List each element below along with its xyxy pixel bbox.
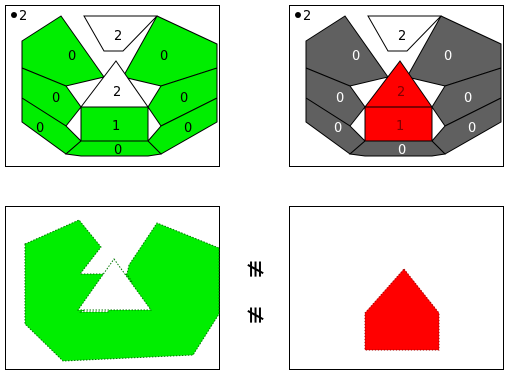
- red-shape-diagram: [364, 268, 440, 351]
- region-top-wedge: [83, 15, 159, 52]
- label-top-wedge: 2: [114, 29, 122, 44]
- polygon-diagram-green: 2 0 0 0 0 0 0 2 1 0: [21, 15, 218, 158]
- bullet-icon: [295, 12, 301, 18]
- corner-label-text: 2: [303, 9, 312, 24]
- label-bottom: 0: [114, 143, 122, 158]
- region-right-low: [431, 97, 502, 155]
- label-right-upper: 0: [160, 49, 168, 64]
- panel-labeled-gray: 2 0 0 0 0 0 0 0 2 2 1: [289, 5, 504, 167]
- label-right-low: 0: [468, 121, 476, 136]
- region-center-rect: [364, 106, 433, 142]
- region-left-upper: [21, 15, 105, 87]
- corner-label: 2: [11, 10, 27, 24]
- not-equivalent-glyph: ≢: [242, 304, 270, 326]
- red-house-shape: [364, 268, 440, 351]
- label-center-rect: 1: [112, 119, 120, 134]
- white-notch: [77, 258, 152, 311]
- label-top-wedge: 2: [398, 29, 406, 44]
- label-left-low: 0: [334, 121, 342, 136]
- panel-labeled-green: 2 2 0 0 0 0 0 0 2 1 0: [5, 5, 220, 167]
- region-top-wedge: [367, 15, 443, 52]
- region-left-mid: [21, 67, 82, 127]
- label-bottom: 0: [398, 143, 406, 158]
- label-left-upper: 0: [352, 49, 360, 64]
- label-right-mid: 0: [464, 91, 472, 106]
- region-left-upper: [305, 15, 389, 87]
- label-left-mid: 0: [52, 91, 60, 106]
- label-right-upper: 0: [444, 49, 452, 64]
- label-right-mid: 0: [180, 91, 188, 106]
- region-left-mid: [305, 67, 366, 127]
- corner-label-text: 2: [19, 9, 28, 24]
- polygon-diagram-gray: 0 0 0 0 0 0 0 2 2 1: [305, 15, 502, 158]
- region-bottom: [64, 140, 163, 157]
- panel-green-shape: [5, 206, 220, 370]
- label-center-rect: 1: [396, 119, 404, 134]
- green-shape-diagram: [24, 219, 220, 362]
- corner-label: 2: [295, 10, 311, 24]
- panel-red-shape: [289, 206, 504, 370]
- label-left-low: 0: [36, 121, 44, 136]
- label-left-mid: 0: [336, 91, 344, 106]
- label-left-upper: 0: [68, 49, 76, 64]
- comparison-glyphs: ≢ ≢: [242, 246, 270, 338]
- label-right-low: 0: [184, 121, 192, 136]
- label-center-triangle: 2: [397, 85, 405, 100]
- label-center-triangle: 2: [113, 85, 121, 100]
- region-right-low: [147, 97, 218, 155]
- region-center-triangle: [79, 60, 149, 108]
- not-equivalent-glyph: ≢: [242, 258, 270, 280]
- bullet-icon: [11, 12, 17, 18]
